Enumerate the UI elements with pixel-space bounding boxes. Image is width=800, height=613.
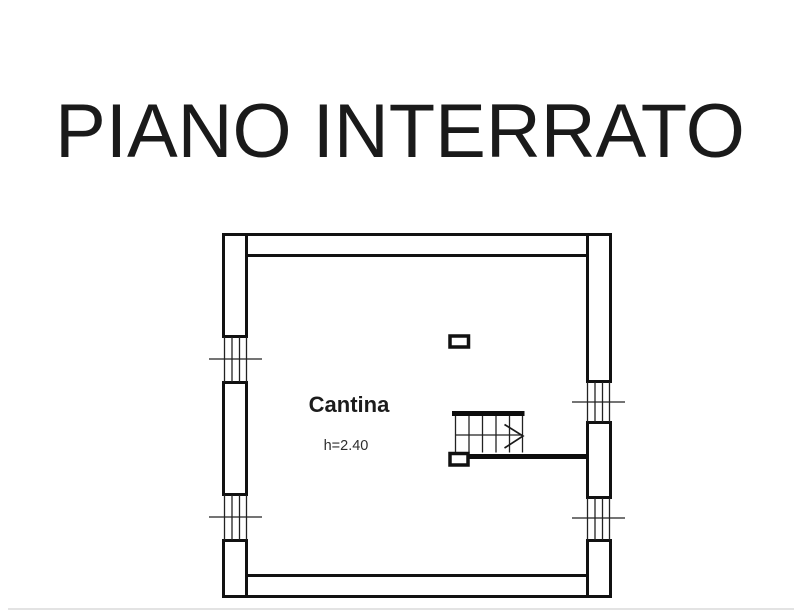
wall-left-seg-1 — [222, 233, 248, 338]
window-left-lower-icon — [209, 495, 262, 540]
wall-right-seg-2 — [586, 421, 612, 499]
wall-left-seg-2 — [222, 381, 248, 496]
pillar — [448, 334, 471, 349]
page-title: PIANO INTERRATO — [55, 89, 745, 174]
window-right-upper-icon — [572, 382, 625, 422]
staircase — [448, 411, 588, 467]
wall-bottom — [222, 574, 612, 598]
windows — [209, 337, 625, 540]
room-height-label: h=2.40 — [324, 438, 369, 454]
wall-right-seg-1 — [586, 233, 612, 383]
walls — [222, 233, 612, 598]
stair-treads — [454, 416, 524, 453]
stair-direction-arrow-icon — [504, 423, 525, 449]
wall-top — [222, 233, 612, 257]
window-left-upper-icon — [209, 337, 262, 382]
stair-landing-block — [448, 451, 470, 467]
scan-edge-artifact — [8, 608, 794, 610]
wall-right-seg-3 — [586, 539, 612, 598]
room-label: Cantina — [309, 392, 390, 417]
window-right-lower-icon — [572, 498, 625, 540]
wall-left-seg-3 — [222, 539, 248, 598]
